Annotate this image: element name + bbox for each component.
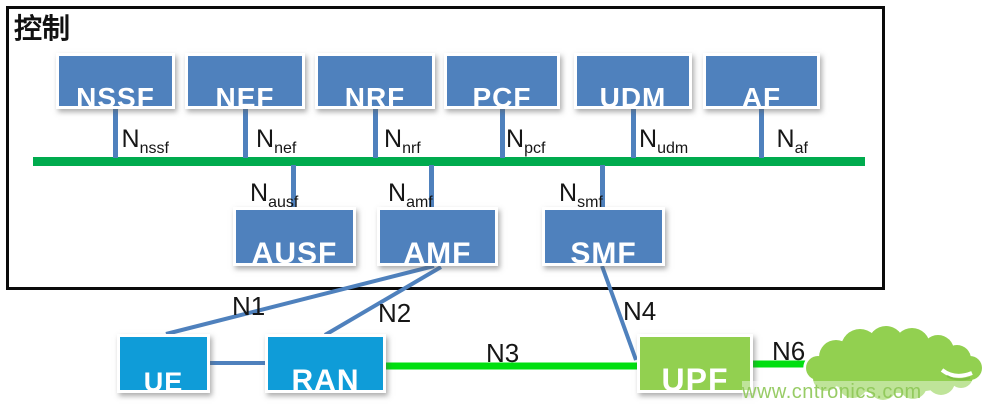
interface-sub: nssf [139,140,169,157]
link-label-n3: N3 [486,338,520,368]
link-label-n2: N2 [378,298,412,328]
node-nssf: NSSF [56,53,175,109]
cloud-curl-shadow [946,375,971,381]
bus-connector-pcf [499,106,505,158]
node-nrf: NRF [315,53,435,109]
bus-connector-smf [599,165,605,208]
interface-sub: smf [577,194,603,211]
node-label-ran: RAN [291,364,360,393]
node-label-nssf: NSSF [76,82,155,109]
node-label-udm: UDM [599,82,667,109]
interface-label-af: Naf [776,125,808,157]
bus-connector-amf [428,165,434,208]
node-ausf: AUSF [233,207,356,266]
bus-connector-nrf [372,106,378,158]
watermark-text: www.cntronics.com [742,381,985,403]
bus-connector-nef [242,106,248,158]
node-amf: AMF [377,207,498,266]
interface-base: N [256,125,275,153]
data-network-cloud-icon [803,323,985,403]
node-ue: UE [117,334,210,393]
interface-sub: nef [274,140,297,157]
interface-sub: af [794,140,808,157]
link-label-n4: N4 [623,296,657,326]
interface-base: N [559,179,578,207]
service-bus-line [33,157,865,166]
interface-base: N [506,125,525,153]
bus-connector-nssf [113,106,118,158]
interface-base: N [250,179,269,207]
interface-label-udm: Nudm [639,125,688,157]
node-label-upf: UPF [661,362,729,393]
node-label-amf: AMF [403,237,472,266]
node-label-af: AF [741,82,782,109]
interface-label-ausf: Nausf [250,179,298,211]
node-pcf: PCF [444,53,560,109]
bus-connector-udm [630,106,636,158]
node-label-nrf: NRF [344,82,406,109]
interface-sub: nrf [402,140,421,157]
interface-sub: amf [406,194,433,211]
interface-label-pcf: Npcf [506,125,545,157]
interface-sub: pcf [524,140,546,157]
interface-sub: ausf [268,194,299,211]
node-label-pcf: PCF [472,82,532,109]
node-udm: UDM [574,53,692,109]
interface-label-amf: Namf [388,179,433,211]
node-nef: NEF [185,53,305,109]
interface-label-smf: Nsmf [559,179,603,211]
interface-sub: udm [657,140,689,157]
interface-base: N [384,125,403,153]
node-label-nef: NEF [215,82,275,109]
node-upf: UPF [637,334,753,393]
bus-connector-af [759,106,764,158]
node-af: AF [703,53,820,109]
cloud-fill [806,326,982,400]
node-label-ue: UE [143,367,184,393]
interface-label-nrf: Nnrf [384,125,421,157]
node-label-smf: SMF [570,237,637,266]
control-plane-region-label: 控制 [14,12,71,45]
control-plane-region [6,6,885,290]
interface-base: N [639,125,658,153]
interface-label-nssf: Nnssf [121,125,169,157]
node-ran: RAN [265,334,386,393]
cloud-curl-detail [940,368,973,378]
interface-base: N [776,125,795,153]
node-label-ausf: AUSF [251,237,338,266]
bus-connector-ausf [290,165,296,208]
node-smf: SMF [542,207,665,266]
interface-base: N [121,125,140,153]
link-label-n1: N1 [232,291,266,321]
link-label-n6: N6 [772,336,806,366]
interface-base: N [388,179,407,207]
interface-label-nef: Nnef [256,125,296,157]
